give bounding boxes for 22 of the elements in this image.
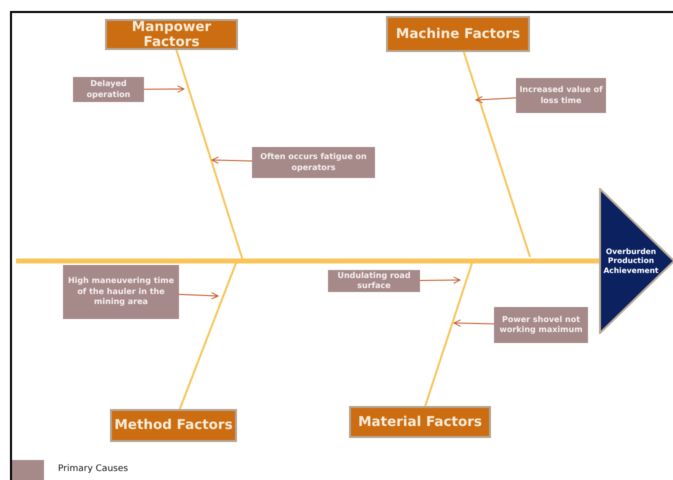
cause-box: Undulating road surface — [328, 270, 420, 292]
cause-box: Often occurs fatigue on operators — [252, 147, 375, 178]
spine-line — [16, 258, 599, 264]
category-box: Material Factors — [349, 406, 491, 438]
arrow — [178, 292, 218, 300]
category-box: Method Factors — [110, 409, 237, 442]
arrow — [144, 85, 184, 93]
bone-line — [462, 52, 531, 258]
bone-line — [424, 262, 473, 406]
category-box: Machine Factors — [386, 16, 530, 52]
arrow — [420, 276, 460, 284]
cause-box: High maneuvering time of the hauler in the mining area — [63, 265, 179, 319]
cause-box: Power shovel not working maximum — [494, 307, 588, 343]
bone-line — [178, 262, 237, 410]
cause-box: Increased value of loss time — [516, 78, 606, 113]
cause-box: Delayed operation — [73, 77, 144, 102]
category-box: Manpower Factors — [105, 19, 238, 50]
arrow — [476, 96, 516, 104]
legend-label: Primary Causes — [58, 464, 128, 474]
arrow — [212, 156, 252, 164]
bone-line — [175, 50, 244, 262]
arrow — [454, 319, 494, 327]
